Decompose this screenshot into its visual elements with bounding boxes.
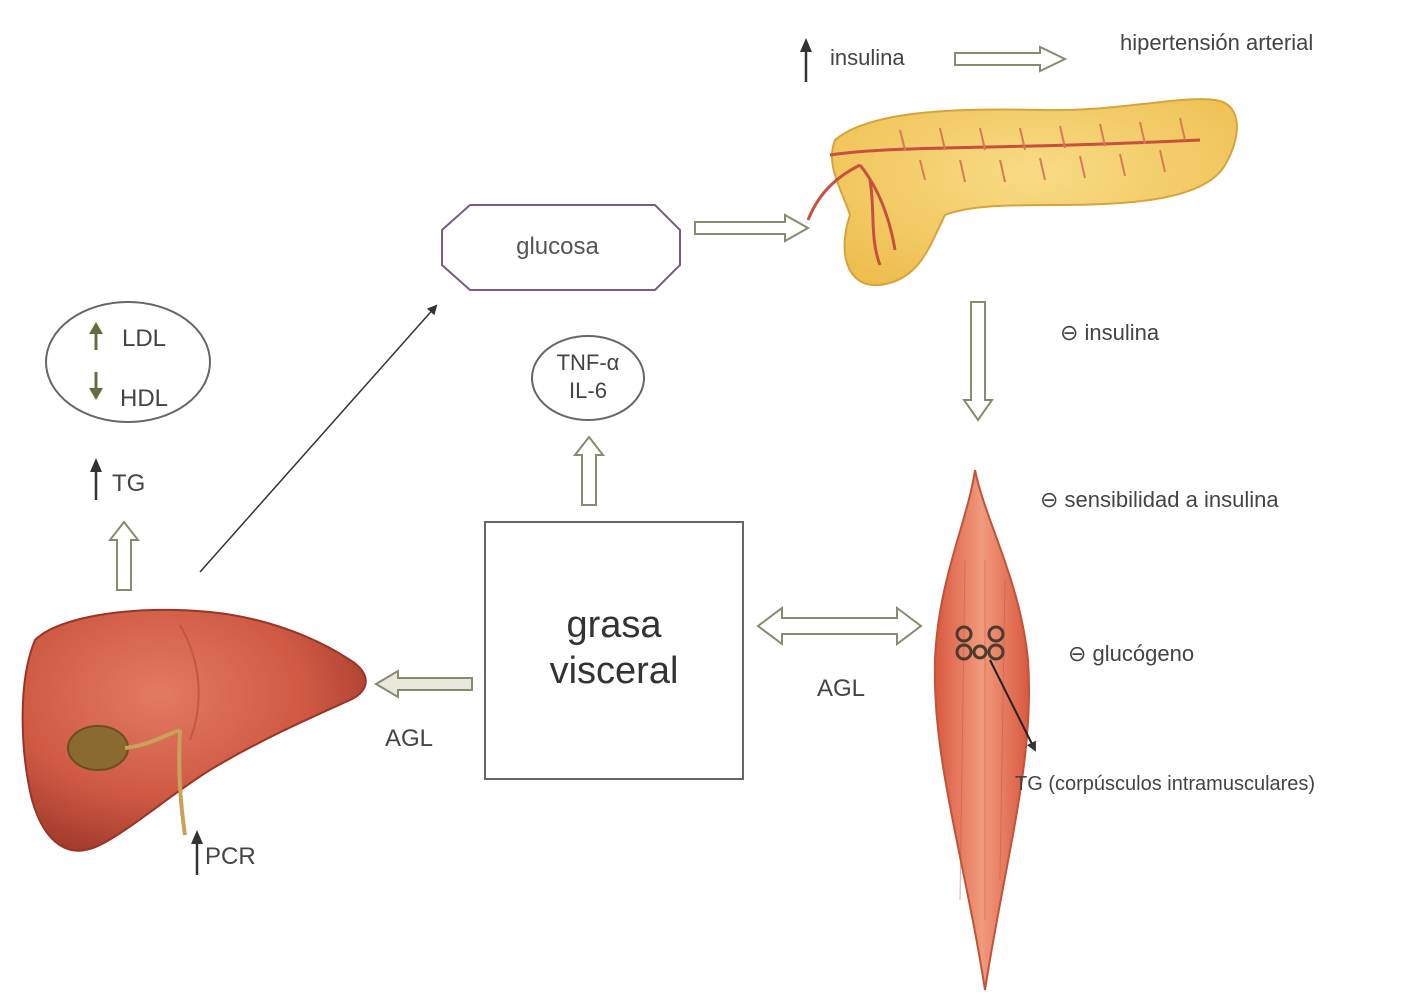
- glycogen-label: ⊖ glucógeno: [1068, 641, 1194, 667]
- pancreas-illustration: [808, 99, 1237, 285]
- fat-to-liver-arrow: [376, 671, 472, 697]
- agl-muscle-label: AGL: [817, 675, 865, 703]
- pancreas-to-muscle-arrow: [964, 302, 992, 420]
- il6-label: IL-6: [538, 378, 638, 404]
- glucose-label: glucosa: [505, 233, 610, 261]
- pcr-label: PCR: [205, 843, 256, 871]
- up-arrow-icon: [90, 458, 102, 500]
- agl-liver-label: AGL: [385, 725, 433, 753]
- liver-illustration: [23, 610, 366, 851]
- visceral-fat-line2: visceral: [485, 648, 743, 694]
- glucose-to-pancreas-arrow: [695, 215, 808, 241]
- up-arrow-icon: [191, 830, 203, 875]
- hdl-label: HDL: [120, 385, 168, 413]
- hypertension-label: hipertensión arterial: [1120, 30, 1313, 56]
- sensitivity-label: ⊖ sensibilidad a insulina: [1040, 487, 1279, 513]
- insulin-to-hypertension-arrow: [955, 47, 1065, 71]
- tg-label: TG: [112, 470, 145, 498]
- fat-muscle-double-arrow: [758, 608, 921, 644]
- muscle-illustration: [935, 470, 1035, 990]
- up-arrow-icon: [800, 38, 812, 82]
- tg-muscle-label: TG (corpúsculos intramusculares): [1015, 773, 1315, 796]
- insulin-up-label: insulina: [830, 45, 905, 71]
- ldl-label: LDL: [122, 325, 166, 353]
- insulin-down-label: ⊖ insulina: [1060, 320, 1159, 346]
- liver-to-glucose-arrow: [200, 306, 436, 572]
- fat-to-cytokine-arrow: [575, 437, 603, 505]
- visceral-fat-line1: grasa: [485, 602, 743, 648]
- tnf-label: TNF-α: [538, 350, 638, 376]
- liver-to-tg-arrow: [110, 522, 138, 590]
